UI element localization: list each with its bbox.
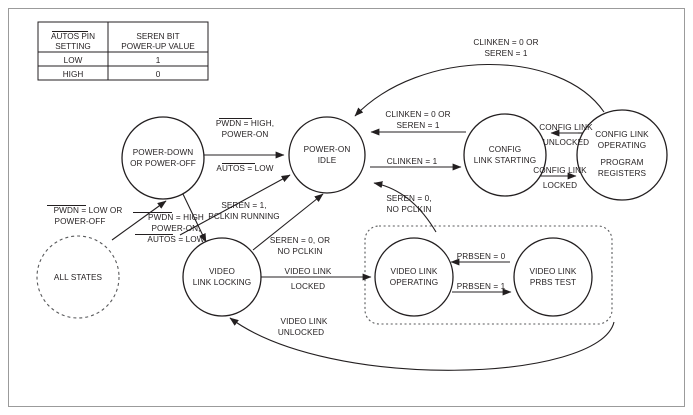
table-row: HIGH 0: [63, 70, 161, 79]
label-vo-to-vl-line1: VIDEO LINK: [281, 317, 328, 326]
table-row: LOW 1: [64, 56, 161, 65]
power-down-label-line2: OR POWER-OFF: [130, 159, 196, 168]
label-cs-to-co-line2: LOCKED: [543, 181, 577, 190]
edge-config-op-to-idle-arc: [354, 63, 605, 117]
table-cell-value-high: 0: [156, 70, 161, 79]
state-video-link-prbs-test[interactable]: VIDEO LINK PRBS TEST: [513, 237, 593, 317]
label-video-op-to-idle: SEREN = 0, NO PCLKIN: [386, 194, 431, 214]
label-pd-to-idle-below-line1: AUTOS = LOW: [216, 164, 273, 173]
label-power-down-to-video-locking: SEREN = 1, PCLKIN RUNNING: [208, 201, 279, 221]
video-link-locking-circle[interactable]: [182, 237, 262, 317]
state-config-link-starting[interactable]: CONFIG LINK STARTING: [463, 113, 547, 197]
label-idle-to-config-starting: CLINKEN = 1: [387, 157, 438, 166]
label-prbs-to-video-op: PRBSEN = 0: [457, 252, 506, 261]
edge-video-locking-to-idle: [252, 193, 324, 251]
state-config-link-operating[interactable]: CONFIG LINK OPERATING PROGRAM REGISTERS: [576, 109, 668, 201]
power-down-circle[interactable]: [121, 116, 205, 200]
all-states-circle[interactable]: [36, 235, 120, 319]
label-power-down-to-idle: PWDN = HIGH, POWER-ON AUTOS = LOW: [216, 118, 274, 173]
label-video-op-to-prbs: PRBSEN = 1: [457, 282, 506, 291]
video-link-operating-circle[interactable]: [374, 237, 454, 317]
state-video-link-locking[interactable]: VIDEO LINK LOCKING: [182, 237, 262, 317]
table-header-col1-line1: AUTOS PIN: [51, 32, 95, 41]
label-pd-to-vl-line2: PCLKIN RUNNING: [208, 212, 279, 221]
label-cs-to-co-line1: CONFIG LINK: [533, 166, 587, 175]
label-config-op-to-starting: CONFIG LINK UNLOCKED: [539, 123, 593, 147]
label-vl-to-vo-line2: LOCKED: [291, 282, 325, 291]
table-header-col1: AUTOS PIN SETTING: [51, 31, 95, 51]
video-link-operating-label-line2: OPERATING: [390, 278, 439, 287]
label-pd-to-vl-line1: SEREN = 1,: [221, 201, 266, 210]
label-co-to-idle-line2: SEREN = 1: [485, 49, 528, 58]
config-link-operating-label-line3: PROGRAM: [600, 158, 643, 167]
edge-power-down-to-video-locking: [181, 191, 207, 243]
state-power-on-idle[interactable]: POWER-ON IDLE: [288, 116, 366, 194]
video-link-prbs-test-label-line2: PRBS TEST: [530, 278, 576, 287]
edge-video-op-to-locking-arc: [229, 317, 615, 371]
config-link-operating-circle[interactable]: [576, 109, 668, 201]
power-on-idle-label-line1: POWER-ON: [304, 145, 351, 154]
label-video-locking-to-idle: SEREN = 0, OR NO PCLKIN: [270, 236, 330, 256]
label-all-to-idle-line3: AUTOS = LOW: [147, 235, 204, 244]
label-config-starting-to-idle: CLINKEN = 0 OR SEREN = 1: [385, 110, 450, 130]
config-link-starting-label-line1: CONFIG: [489, 145, 521, 154]
video-link-locking-label-line1: VIDEO: [209, 267, 235, 276]
power-down-label-line1: POWER-DOWN: [133, 148, 194, 157]
label-co-to-cs-line1: CONFIG LINK: [539, 123, 593, 132]
label-vl-to-idle-line1: SEREN = 0, OR: [270, 236, 330, 245]
label-vl-to-idle-line2: NO PCLKIN: [277, 247, 322, 256]
label-starting-to-config-op: CONFIG LINK LOCKED: [533, 166, 587, 190]
label-vl-to-vo-line1: VIDEO LINK: [285, 267, 332, 276]
table-header-col2-line2: POWER-UP VALUE: [121, 42, 195, 51]
table-header-col2: SEREN BIT POWER-UP VALUE: [121, 32, 195, 51]
video-link-prbs-test-circle[interactable]: [513, 237, 593, 317]
diagram-frame: [8, 8, 685, 407]
table-header-col2-line1: SEREN BIT: [136, 32, 179, 41]
label-vo-to-vl-line2: UNLOCKED: [278, 328, 324, 337]
config-link-operating-label-line4: REGISTERS: [598, 169, 647, 178]
label-cs-to-idle-line1: CLINKEN = 0 OR: [385, 110, 450, 119]
config-link-operating-label-line1: CONFIG LINK: [595, 130, 649, 139]
label-all-to-idle-line2: POWER-ON,: [151, 224, 200, 233]
config-link-starting-label-line2: LINK STARTING: [474, 156, 536, 165]
label-idle-to-cs-line1: CLINKEN = 1: [387, 157, 438, 166]
label-pd-to-idle-above-line1: PWDN = HIGH,: [216, 119, 274, 128]
label-cs-to-idle-line2: SEREN = 1: [397, 121, 440, 130]
table-cell-value-low: 1: [156, 56, 161, 65]
label-video-locking-to-op: VIDEO LINK LOCKED: [285, 267, 332, 291]
table-header-col1-line2: SETTING: [55, 42, 90, 51]
label-pd-to-idle-above-line2: POWER-ON: [222, 130, 269, 139]
label-vo-to-idle-line2: NO PCLKIN: [386, 205, 431, 214]
label-all-to-power-down-line1: PWDN = LOW OR: [54, 206, 123, 215]
label-all-to-power-on-idle: PWDN = HIGH POWER-ON, AUTOS = LOW: [133, 212, 205, 244]
state-video-link-operating[interactable]: VIDEO LINK OPERATING: [374, 237, 454, 317]
label-co-to-idle-line1: CLINKEN = 0 OR: [473, 38, 538, 47]
state-all-states[interactable]: ALL STATES: [36, 235, 120, 319]
label-all-to-power-down: PWDN = LOW OR POWER-OFF: [47, 205, 123, 226]
autos-seren-table: AUTOS PIN SETTING SEREN BIT POWER-UP VAL…: [37, 21, 209, 81]
video-link-operating-label-line1: VIDEO LINK: [391, 267, 438, 276]
state-power-down[interactable]: POWER-DOWN OR POWER-OFF: [121, 116, 205, 200]
label-vo-to-idle-line1: SEREN = 0,: [386, 194, 431, 203]
label-all-to-power-down-line2: POWER-OFF: [55, 217, 106, 226]
table-cell-setting-high: HIGH: [63, 70, 84, 79]
all-states-label: ALL STATES: [54, 273, 103, 282]
label-prbs-to-vo-line1: PRBSEN = 0: [457, 252, 506, 261]
video-link-locking-label-line2: LINK LOCKING: [193, 278, 252, 287]
label-co-to-cs-line2: UNLOCKED: [543, 138, 589, 147]
label-config-op-to-idle: CLINKEN = 0 OR SEREN = 1: [473, 38, 538, 58]
label-video-op-to-locking: VIDEO LINK UNLOCKED: [278, 317, 328, 337]
power-on-idle-circle[interactable]: [288, 116, 366, 194]
label-all-to-idle-line1: PWDN = HIGH: [148, 213, 204, 222]
video-link-prbs-test-label-line1: VIDEO LINK: [530, 267, 577, 276]
table-cell-setting-low: LOW: [64, 56, 83, 65]
edge-all-to-power-down: [111, 200, 167, 241]
power-on-idle-label-line2: IDLE: [318, 156, 337, 165]
config-link-starting-circle[interactable]: [463, 113, 547, 197]
config-link-operating-label-line2: OPERATING: [598, 141, 647, 150]
edge-video-op-to-idle-curve: [373, 181, 437, 233]
label-vo-to-prbs-line1: PRBSEN = 1: [457, 282, 506, 291]
